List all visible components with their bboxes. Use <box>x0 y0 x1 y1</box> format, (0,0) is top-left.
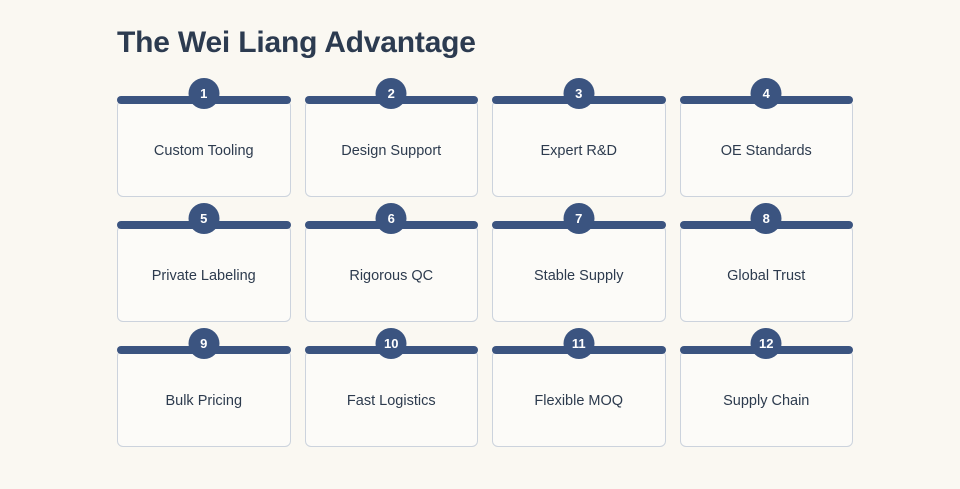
card-label: Stable Supply <box>534 268 624 284</box>
card-label: Custom Tooling <box>153 143 254 159</box>
card-number-badge: 3 <box>563 78 595 109</box>
advantage-card[interactable]: 1 Custom Tooling <box>117 78 291 197</box>
card-label: Fast Logistics <box>346 393 436 409</box>
card-number-badge: 8 <box>750 203 782 234</box>
card-label: Private Labeling <box>151 268 256 284</box>
page-title: The Wei Liang Advantage <box>117 26 476 59</box>
advantage-card[interactable]: 2 Design Support <box>304 78 478 197</box>
advantage-card-grid: 1 Custom Tooling 2 Design Support 3 Expe… <box>117 78 853 447</box>
card-number-badge: 11 <box>563 328 595 359</box>
card-number-badge: 4 <box>750 78 782 109</box>
advantage-card[interactable]: 8 Global Trust <box>679 203 853 322</box>
advantage-card[interactable]: 12 Supply Chain <box>679 328 853 447</box>
card-label: Bulk Pricing <box>165 393 243 409</box>
card-number-badge: 7 <box>563 203 595 234</box>
advantage-card[interactable]: 3 Expert R&D <box>492 78 666 197</box>
card-number-badge: 9 <box>188 328 220 359</box>
advantage-card[interactable]: 11 Flexible MOQ <box>492 328 666 447</box>
card-number-badge: 1 <box>188 78 220 109</box>
card-label: Global Trust <box>727 268 806 284</box>
advantage-card[interactable]: 7 Stable Supply <box>492 203 666 322</box>
advantage-card[interactable]: 9 Bulk Pricing <box>117 328 291 447</box>
card-number-badge: 10 <box>375 328 407 359</box>
advantage-card[interactable]: 5 Private Labeling <box>117 203 291 322</box>
card-number-badge: 5 <box>188 203 220 234</box>
card-label: Expert R&D <box>540 143 618 159</box>
card-label: Rigorous QC <box>349 268 434 284</box>
advantage-card[interactable]: 10 Fast Logistics <box>304 328 478 447</box>
advantage-card[interactable]: 6 Rigorous QC <box>304 203 478 322</box>
card-label: Supply Chain <box>723 393 810 409</box>
card-label: Flexible MOQ <box>534 393 624 409</box>
card-label: OE Standards <box>720 143 812 159</box>
card-number-badge: 2 <box>375 78 407 109</box>
advantage-card[interactable]: 4 OE Standards <box>679 78 853 197</box>
card-number-badge: 12 <box>750 328 782 359</box>
card-label: Design Support <box>341 143 442 159</box>
card-number-badge: 6 <box>375 203 407 234</box>
